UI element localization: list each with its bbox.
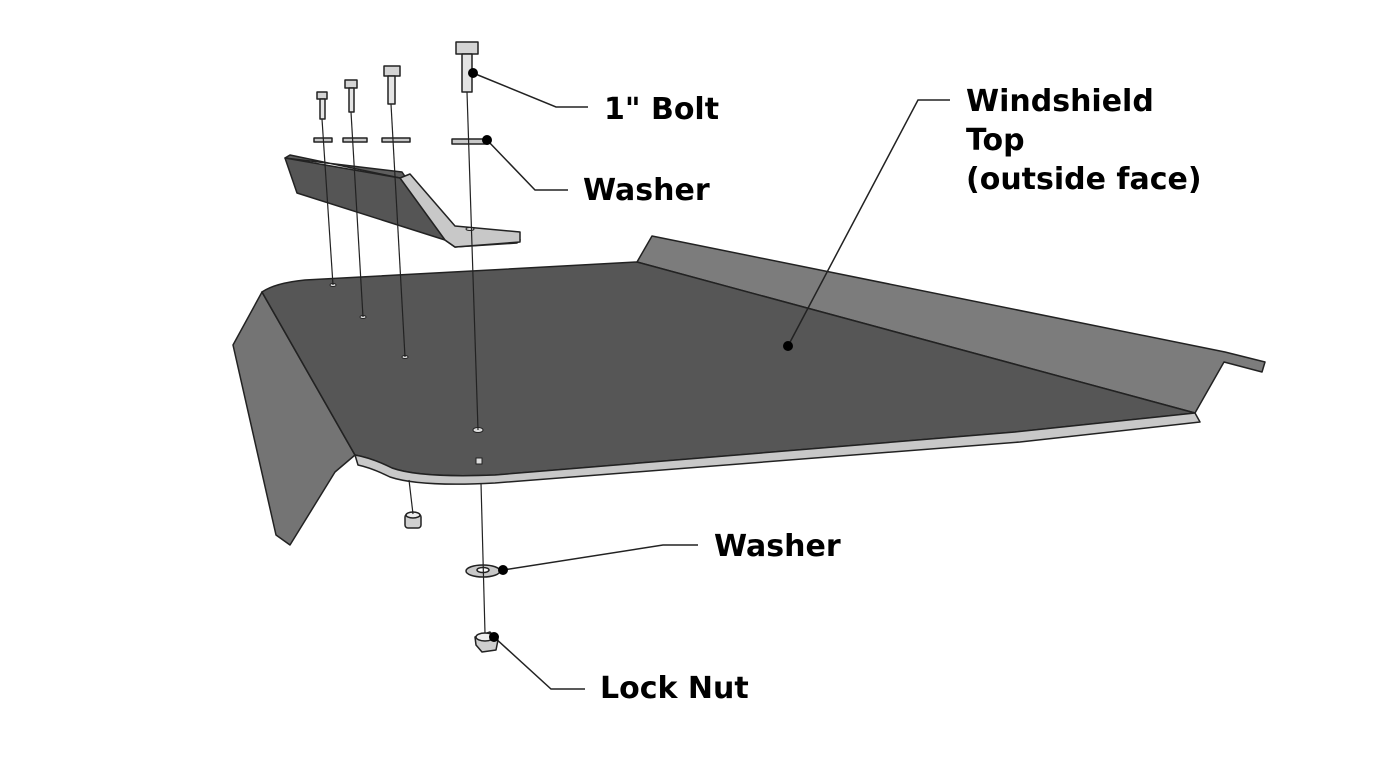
axis-line bbox=[350, 111, 364, 318]
bolt-large bbox=[455, 41, 479, 93]
label-washer-bottom: Washer bbox=[714, 529, 841, 564]
lock-nut-left bbox=[404, 511, 422, 529]
label-bolt: 1" Bolt bbox=[604, 92, 720, 127]
leader-line-washer-bottom bbox=[502, 544, 698, 571]
leader-dot bbox=[468, 68, 478, 78]
leader-dot bbox=[489, 632, 499, 642]
windshield-right-flange bbox=[636, 235, 1266, 414]
windshield-bottom-edge bbox=[354, 412, 1201, 485]
bolt-hole bbox=[475, 457, 483, 465]
leader-dot bbox=[482, 135, 492, 145]
leader-dot bbox=[783, 341, 793, 351]
leader-dot bbox=[498, 565, 508, 575]
leader-line-bolt bbox=[472, 72, 588, 108]
axis-line bbox=[321, 118, 334, 286]
leader-line-windshield bbox=[787, 99, 950, 347]
axis-line bbox=[408, 479, 414, 515]
label-windshield-line2: Top bbox=[966, 123, 1025, 158]
axis-line bbox=[466, 91, 479, 431]
bolt-small-2 bbox=[344, 79, 358, 113]
washer-small-2 bbox=[342, 137, 368, 143]
label-windshield-line3: (outside face) bbox=[966, 162, 1202, 197]
mounting-bracket-side bbox=[399, 173, 521, 248]
label-washer-top: Washer bbox=[583, 173, 710, 208]
leader-line-washer-top bbox=[486, 139, 568, 191]
axis-line bbox=[390, 103, 406, 358]
bolt-small-3 bbox=[383, 65, 401, 105]
washer-small-3 bbox=[381, 137, 411, 143]
axis-line bbox=[480, 482, 486, 634]
bolt-hole bbox=[465, 227, 475, 231]
label-lock-nut: Lock Nut bbox=[600, 671, 749, 706]
leader-line-lock-nut bbox=[493, 636, 585, 690]
bolt-small-1 bbox=[316, 91, 328, 120]
label-windshield-line1: Windshield bbox=[966, 84, 1154, 119]
